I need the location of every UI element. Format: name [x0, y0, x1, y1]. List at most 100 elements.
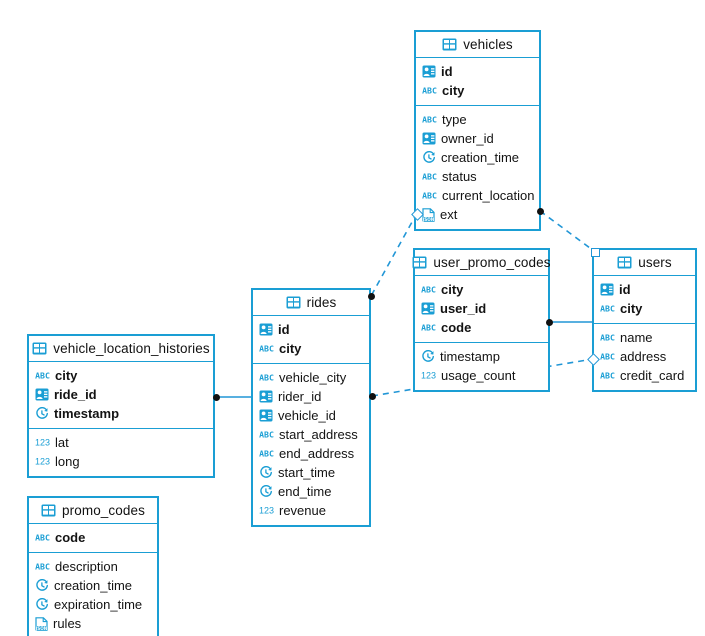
table-name: vehicles	[463, 37, 513, 52]
column-row[interactable]: id	[416, 62, 539, 81]
column-row[interactable]: 123 revenue	[253, 501, 369, 520]
column-name: id	[441, 64, 453, 79]
svg-text:ABC: ABC	[259, 344, 274, 354]
id-card-icon	[259, 409, 273, 422]
id-card-icon	[422, 132, 436, 145]
column-name: city	[620, 301, 643, 316]
svg-text:ABC: ABC	[422, 191, 437, 201]
column-row[interactable]: ABC code	[29, 528, 157, 547]
column-row[interactable]: creation_time	[29, 576, 157, 595]
column-row[interactable]: id	[594, 280, 695, 299]
table-name: vehicle_location_histories	[53, 341, 210, 356]
svg-text:ABC: ABC	[35, 533, 50, 543]
id-card-icon	[422, 65, 436, 78]
column-name: creation_time	[54, 578, 133, 593]
abc-icon: ABC	[421, 322, 436, 333]
column-name: end_time	[278, 484, 332, 499]
svg-text:ABC: ABC	[259, 449, 274, 459]
abc-icon: ABC	[422, 171, 437, 182]
svg-text:ABC: ABC	[422, 86, 437, 96]
id-card-icon	[259, 390, 273, 403]
column-row[interactable]: expiration_time	[29, 595, 157, 614]
column-name: user_id	[440, 301, 487, 316]
column-name: rules	[53, 616, 82, 631]
table-header[interactable]: vehicle_location_histories	[29, 336, 213, 362]
abc-icon: ABC	[600, 303, 615, 314]
column-name: start_address	[279, 427, 358, 442]
column-name: code	[55, 530, 86, 545]
abc-icon: ABC	[259, 372, 274, 383]
column-name: address	[620, 349, 667, 364]
svg-text:ABC: ABC	[35, 562, 50, 572]
abc-icon: ABC	[422, 114, 437, 125]
column-row[interactable]: rider_id	[253, 387, 369, 406]
clock-icon	[35, 407, 49, 420]
column-row[interactable]: id	[253, 320, 369, 339]
abc-icon: ABC	[35, 370, 50, 381]
table-name: user_promo_codes	[433, 255, 551, 270]
abc-icon: ABC	[35, 561, 50, 572]
table-header[interactable]: users	[594, 250, 695, 276]
table-header[interactable]: promo_codes	[29, 498, 157, 524]
column-name: revenue	[279, 503, 326, 518]
column-row[interactable]: timestamp	[415, 347, 548, 366]
column-row[interactable]: user_id	[415, 299, 548, 318]
clock-icon	[259, 485, 273, 498]
abc-icon: ABC	[422, 190, 437, 201]
id-card-icon	[600, 283, 614, 296]
column-row[interactable]: vehicle_id	[253, 406, 369, 425]
svg-text:ABC: ABC	[600, 371, 615, 381]
abc-icon: ABC	[259, 448, 274, 459]
column-row[interactable]: ABC city	[594, 299, 695, 318]
column-row[interactable]: end_time	[253, 482, 369, 501]
column-row[interactable]: ride_id	[29, 385, 213, 404]
id-card-icon	[35, 388, 49, 401]
column-row[interactable]: ABC end_address	[253, 444, 369, 463]
column-row[interactable]: start_time	[253, 463, 369, 482]
column-name: expiration_time	[54, 597, 143, 612]
svg-text:123: 123	[259, 506, 274, 516]
table-header[interactable]: vehicles	[416, 32, 539, 58]
table-grid-icon	[32, 342, 47, 355]
svg-text:ABC: ABC	[422, 115, 437, 125]
table-header[interactable]: user_promo_codes	[412, 250, 551, 276]
clock-icon	[422, 151, 436, 164]
svg-text:123: 123	[35, 438, 50, 448]
123-icon: 123	[35, 456, 50, 467]
column-row[interactable]: timestamp	[29, 404, 213, 423]
column-row[interactable]: owner_id	[416, 129, 539, 148]
column-name: end_address	[279, 446, 355, 461]
column-row[interactable]: creation_time	[416, 148, 539, 167]
table-header[interactable]: rides	[253, 290, 369, 316]
table-grid-icon	[41, 504, 56, 517]
